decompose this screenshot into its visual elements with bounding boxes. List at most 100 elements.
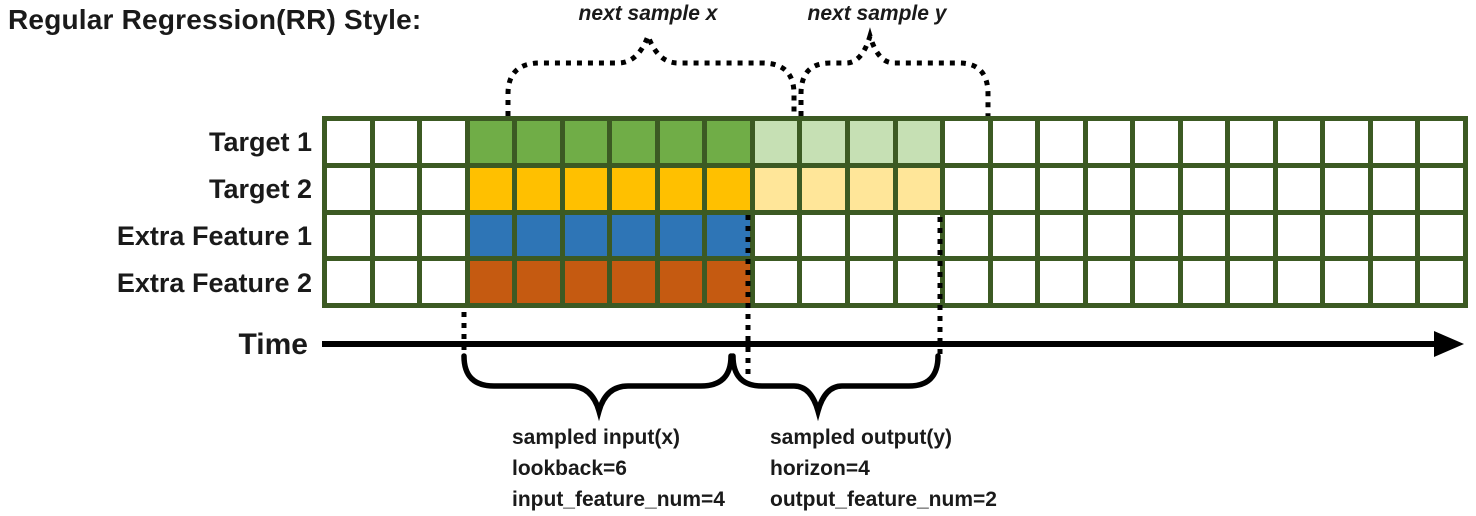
grid-cell: [422, 214, 465, 257]
sampled-input-title: sampled input(x): [512, 426, 681, 449]
grid-cell: [1277, 167, 1321, 210]
grid-cell: [374, 214, 418, 257]
grid-cell: [897, 121, 941, 163]
grid-cell: [1325, 167, 1368, 210]
next-sample-y-brace: [798, 27, 991, 116]
grid-cell: [707, 214, 750, 257]
grid-cell: [754, 261, 798, 303]
grid-cell: [659, 121, 703, 163]
next-sample-x-brace: [505, 28, 797, 116]
row-label-target-1: Target 1: [208, 127, 312, 157]
grid-cell: [1325, 214, 1368, 257]
grid-cell: [1230, 167, 1273, 210]
grid-cell: [469, 167, 513, 210]
grid-cell: [1372, 167, 1416, 210]
grid-cell: [1420, 261, 1463, 303]
grid-cell: [1372, 214, 1416, 257]
next-sample-x-label: next sample x: [578, 2, 718, 25]
grid-cell: [564, 167, 608, 210]
grid-cell: [612, 214, 655, 257]
grid-cell: [849, 121, 893, 163]
lookback-value: lookback=6: [512, 457, 627, 480]
grid-cell: [1087, 214, 1131, 257]
grid-cell: [422, 261, 465, 303]
grid-cell: [517, 167, 560, 210]
time-axis-label: Time: [238, 328, 308, 361]
grid-cell: [1040, 214, 1083, 257]
grid-cell: [945, 214, 988, 257]
grid-cell: [802, 261, 845, 303]
grid-cell: [992, 261, 1036, 303]
grid-cell: [564, 121, 608, 163]
row-label-extra-feature-2: Extra Feature 2: [116, 268, 312, 298]
grid-cell: [1135, 121, 1178, 163]
diagram-title: Regular Regression(RR) Style:: [8, 4, 422, 35]
grid-cell: [1135, 261, 1178, 303]
grid-cell: [707, 261, 750, 303]
grid-cell: [422, 121, 465, 163]
grid-cell: [374, 121, 418, 163]
grid-cell: [849, 167, 893, 210]
grid-cell: [1087, 167, 1131, 210]
grid-cell: [802, 121, 845, 163]
grid-cell: [945, 261, 988, 303]
grid-cell: [327, 261, 370, 303]
grid-cell: [469, 121, 513, 163]
grid-cell: [992, 167, 1036, 210]
grid-cell: [1182, 261, 1226, 303]
grid-cell: [754, 121, 798, 163]
row-label-target-2: Target 2: [208, 174, 312, 204]
grid-cell: [422, 167, 465, 210]
grid-cell: [1182, 214, 1226, 257]
grid-cell: [1420, 167, 1463, 210]
grid-cell: [374, 261, 418, 303]
grid-cell: [374, 167, 418, 210]
grid-cell: [1087, 121, 1131, 163]
grid-cell: [659, 261, 703, 303]
sampled-input-note: sampled input(x) lookback=6 input_featur…: [512, 422, 725, 515]
grid-cell: [1325, 261, 1368, 303]
grid-cell: [754, 214, 798, 257]
grid-cell: [1135, 214, 1178, 257]
grid-cell: [1230, 121, 1273, 163]
grid-cell: [897, 214, 941, 257]
grid-cell: [1325, 121, 1368, 163]
grid-cell: [517, 214, 560, 257]
grid-cell: [1372, 121, 1416, 163]
grid-cell: [707, 167, 750, 210]
grid-cell: [802, 167, 845, 210]
grid-cell: [992, 214, 1036, 257]
grid-cell: [517, 261, 560, 303]
grid-cell: [1135, 167, 1178, 210]
grid-cell: [802, 214, 845, 257]
horizon-value: horizon=4: [770, 457, 870, 480]
grid-cell: [1087, 261, 1131, 303]
grid-cell: [1040, 167, 1083, 210]
sampled-output-brace: [730, 353, 941, 422]
grid-cell: [612, 167, 655, 210]
grid-cell: [1420, 214, 1463, 257]
sample-grid: [322, 116, 1468, 308]
grid-cell: [707, 121, 750, 163]
input-feature-num-value: input_feature_num=4: [512, 488, 725, 511]
grid-cell: [659, 167, 703, 210]
grid-cell: [327, 214, 370, 257]
grid-cell: [564, 214, 608, 257]
grid-cell: [1182, 167, 1226, 210]
grid-cell: [754, 167, 798, 210]
grid-cell: [1420, 121, 1463, 163]
grid-cell: [612, 121, 655, 163]
grid-cell: [945, 121, 988, 163]
grid-cell: [849, 214, 893, 257]
grid-cell: [1040, 261, 1083, 303]
grid-cell: [659, 214, 703, 257]
grid-cell: [1277, 214, 1321, 257]
grid-cell: [1277, 261, 1321, 303]
grid-cell: [1230, 214, 1273, 257]
grid-cell: [612, 261, 655, 303]
grid-cell: [517, 121, 560, 163]
output-feature-num-value: output_feature_num=2: [770, 488, 997, 511]
time-axis-arrowhead: [1434, 331, 1464, 357]
grid-cell: [897, 167, 941, 210]
row-label-extra-feature-1: Extra Feature 1: [116, 221, 312, 251]
